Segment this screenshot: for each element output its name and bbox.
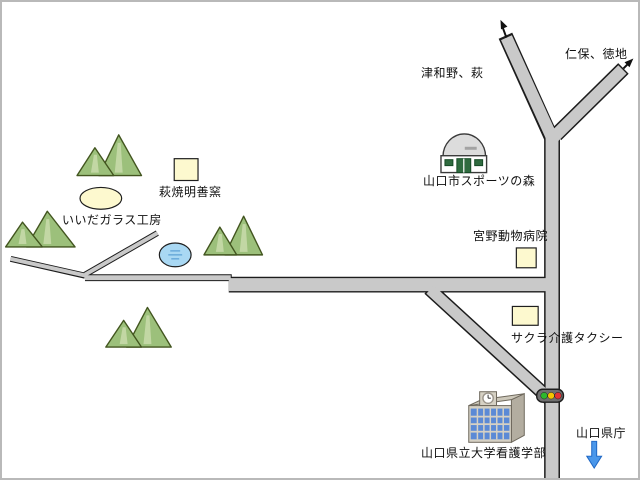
roads [9, 19, 634, 478]
label-sports-forest: 山口市スポーツの森 [423, 174, 536, 188]
label-hagi-meizen-kiln: 萩焼明善窯 [159, 185, 222, 199]
road-thin-diagonal [83, 231, 159, 277]
pond-icon [158, 242, 192, 268]
road-thin-left [10, 256, 87, 278]
blue-down-arrow-icon [585, 440, 603, 470]
mountain-group-top-left [76, 134, 143, 177]
traffic-light-icon [535, 388, 565, 403]
care-taxi-square-icon [511, 305, 539, 326]
school-building-icon [468, 391, 525, 444]
label-destination-tsuwano-hagi: 津和野、萩 [421, 66, 484, 80]
label-nursing-faculty: 山口県立大学看護学部 [421, 446, 547, 460]
road-diagonal [426, 285, 552, 402]
animal-hospital-square-icon [515, 247, 537, 269]
mountain-group-bottom-left [105, 306, 172, 348]
mountain-group-mid-left [4, 210, 76, 248]
dome-building-icon [440, 133, 488, 174]
kiln-square-icon [173, 158, 199, 182]
road-niho [549, 65, 627, 142]
mountain-group-center [203, 215, 264, 256]
road-arrow-niho-icon [622, 58, 634, 70]
road-arrow-tsuwano-icon [500, 19, 508, 39]
label-destination-niho-tokuji: 仁保、徳地 [565, 47, 628, 61]
glass-studio-ellipse-icon [79, 186, 123, 210]
label-iida-glass-studio: いいだガラス工房 [62, 213, 162, 227]
road-tsuwano [501, 35, 558, 141]
label-miyano-animal-hospital: 宮野動物病院 [473, 229, 549, 243]
label-sakura-care-taxi: サクラ介護タクシー [511, 331, 624, 345]
road-surfaces [10, 35, 627, 478]
label-prefectural-office: 山口県庁 [576, 426, 627, 440]
